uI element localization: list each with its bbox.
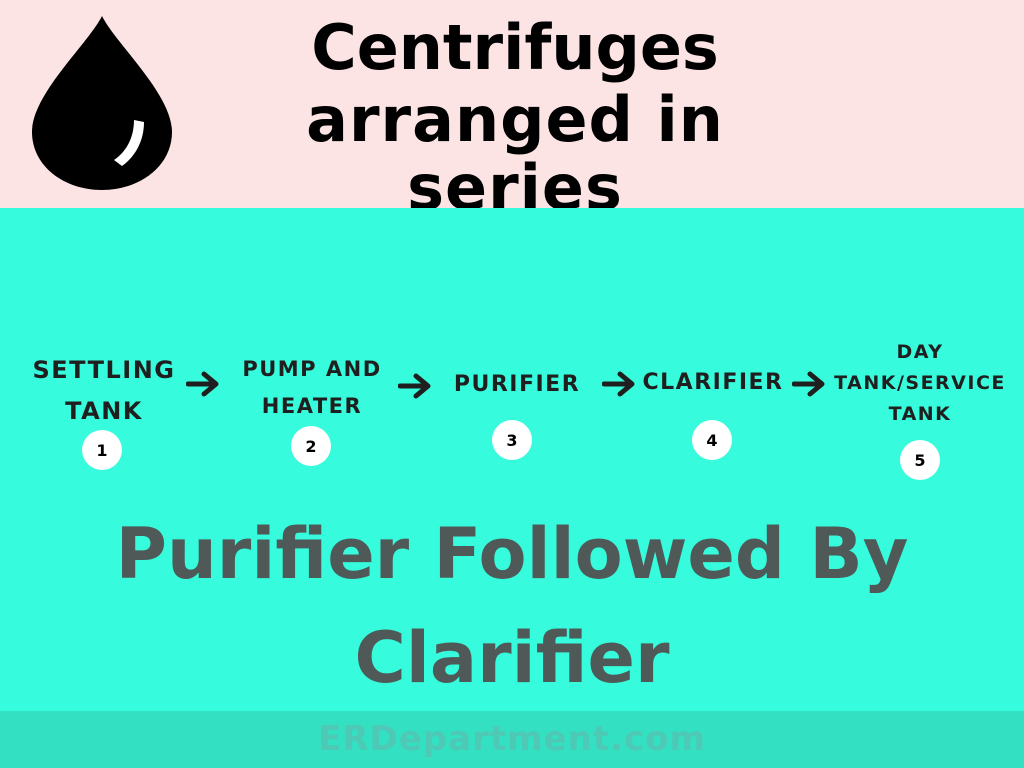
step-pump-and-heater-label: PUMP AND HEATER [242, 357, 382, 418]
footer-bar: ERDepartment.com [0, 711, 1024, 768]
step-purifier-label: PURIFIER [453, 372, 581, 397]
page-title: Centrifuges arranged in series [200, 14, 830, 222]
arrow-right-icon [792, 371, 825, 397]
step-3-badge: 3 [492, 420, 532, 460]
diagram-subtitle: Purifier Followed By Clarifier [115, 513, 909, 699]
site-watermark: ERDepartment.com [318, 719, 706, 759]
step-2-badge: 2 [291, 426, 331, 466]
title-line-2: arranged in series [306, 83, 724, 224]
arrow-right-icon [186, 371, 219, 397]
step-clarifier-label: CLARIFIER [642, 370, 784, 395]
oil-drop-icon [32, 16, 172, 190]
step-5-badge: 5 [900, 440, 940, 480]
arrow-right-icon [602, 371, 635, 397]
header-banner: Centrifuges arranged in series [0, 0, 1024, 222]
step-settling-tank-label: SETTLING TANK [32, 356, 176, 425]
step-4-badge: 4 [692, 420, 732, 460]
step-day-tank-service-tank-label: DAY TANK/SERVICE TANK [834, 341, 1006, 425]
step-1-badge: 1 [82, 430, 122, 470]
process-panel: SETTLING TANK 1 PUMP AND HEATER 2 PURIFI… [0, 208, 1024, 711]
arrow-right-icon [398, 373, 431, 399]
title-line-1: Centrifuges [311, 11, 719, 84]
